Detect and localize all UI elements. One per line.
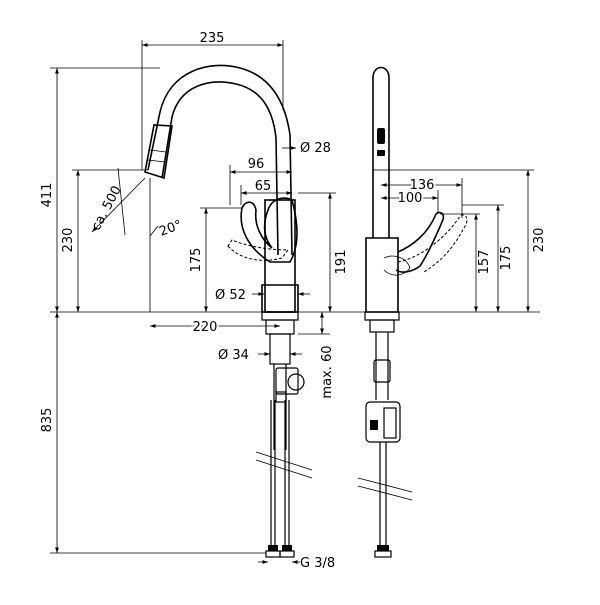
lever-handle bbox=[240, 197, 298, 263]
dim-835: 835 bbox=[40, 408, 55, 433]
dim-thread: G 3/8 bbox=[300, 556, 335, 571]
dim-96: 96 bbox=[248, 157, 265, 172]
dim-65: 65 bbox=[255, 179, 272, 194]
dim-side-100: 100 bbox=[398, 191, 423, 206]
side-lever-ghost bbox=[397, 214, 468, 273]
dim-230-left: 230 bbox=[61, 228, 76, 253]
dim-191: 191 bbox=[334, 250, 349, 275]
front-dimensions: 235 Ø 28 96 65 411 230 ca. 500 20° 175 bbox=[40, 31, 349, 571]
side-dimensions: 136 100 157 175 230 bbox=[381, 169, 547, 312]
dim-175-left: 175 bbox=[189, 248, 204, 273]
side-nut bbox=[365, 401, 401, 443]
dim-411: 411 bbox=[40, 183, 55, 208]
dim-side-175: 175 bbox=[499, 246, 514, 271]
dim-side-136: 136 bbox=[410, 178, 435, 193]
dim-pullout-500: ca. 500 bbox=[89, 184, 125, 234]
mounting-nut bbox=[275, 367, 299, 395]
dim-side-230: 230 bbox=[532, 228, 547, 253]
spout-outer bbox=[147, 64, 293, 256]
dim-base-diameter: Ø 52 bbox=[215, 288, 246, 303]
faucet-body bbox=[264, 199, 296, 313]
side-spout bbox=[372, 66, 390, 238]
spray-head bbox=[144, 124, 173, 180]
dim-spout-diameter: Ø 28 bbox=[300, 141, 331, 156]
dim-angle-20: 20° bbox=[157, 218, 184, 240]
front-view bbox=[50, 64, 350, 558]
dim-max-60: max. 60 bbox=[320, 345, 335, 398]
dim-reach-220: 220 bbox=[193, 320, 218, 335]
side-view bbox=[350, 66, 540, 558]
dim-side-157: 157 bbox=[477, 250, 492, 275]
side-lever bbox=[395, 211, 445, 273]
spout-inner bbox=[161, 81, 279, 256]
lever-handle-ghost bbox=[227, 239, 289, 261]
dim-235-top: 235 bbox=[200, 31, 225, 46]
dim-shank-diameter: Ø 34 bbox=[218, 348, 249, 363]
